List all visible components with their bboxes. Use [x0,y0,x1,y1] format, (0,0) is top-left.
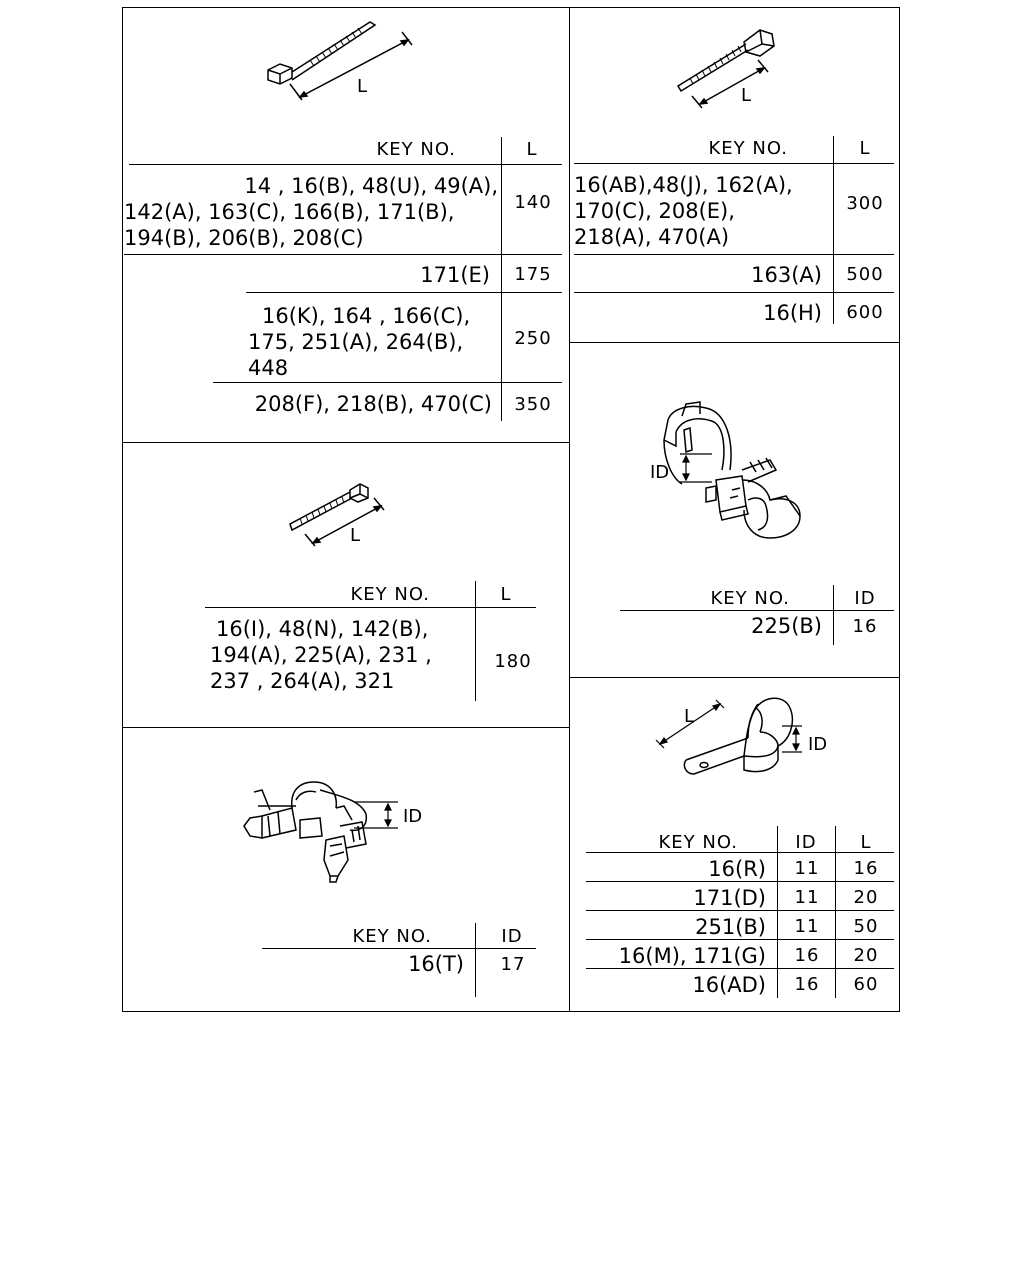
table-rule [586,939,894,940]
key-no-line: 448 [248,356,289,380]
header-l: L [859,138,871,159]
table-column-rule [475,581,476,701]
key-no-line: 171(E) [420,263,490,287]
length-value: 16 [853,858,879,879]
table-rule [205,607,536,608]
length-value: 600 [846,302,884,323]
length-value: 60 [853,974,879,995]
table-column-rule [833,136,834,324]
key-no-line: 163(A) [751,263,822,287]
length-value: 20 [853,945,879,966]
header-key-no: KEY NO. [708,138,788,159]
table-column-rule [777,826,778,998]
length-value: 180 [494,651,532,672]
id-value: 16 [794,974,820,995]
panel-divider-right-1 [569,342,900,343]
table-rule [213,382,562,383]
key-no-line: 170(C), 208(E), [574,199,735,223]
key-no-line: 175, 251(A), 264(B), [248,330,464,354]
table-column-rule [835,826,836,998]
table-rule [586,968,894,969]
key-no-line: 251(B) [695,915,766,939]
key-no-line: 16(I), 48(N), 142(B), [216,617,429,641]
key-no-line: 171(D) [693,886,766,910]
key-no-line: 16(AD) [692,973,766,997]
length-value: 500 [846,264,884,285]
header-key-no: KEY NO. [658,832,738,853]
diagram-frame [122,7,900,1012]
table-rule [129,164,562,165]
header-key-no: KEY NO. [350,584,430,605]
header-l: L [860,832,872,853]
table-column-rule [833,585,834,645]
key-no-line: 218(A), 470(A) [574,225,730,249]
length-value: 250 [514,328,552,349]
key-no-line: 16(AB),48(J), 162(A), [574,173,793,197]
key-no-line: 14 , 16(B), 48(U), 49(A), [244,174,498,198]
panel-divider-left-2 [122,727,569,728]
table-rule [586,881,894,882]
header-key-no: KEY NO. [376,139,456,160]
key-no-line: 142(A), 163(C), 166(B), 171(B), [124,200,455,224]
key-no-line: 16(R) [708,857,766,881]
length-value: 140 [514,192,552,213]
id-value: 16 [794,945,820,966]
table-rule [586,910,894,911]
table-column-rule [501,137,502,421]
length-value: 50 [853,916,879,937]
id-value: 11 [794,858,820,879]
panel-divider-left-1 [122,442,569,443]
table-rule [620,610,894,611]
id-value: 11 [794,916,820,937]
key-no-line: 16(K), 164 , 166(C), [262,304,471,328]
panel-divider-vertical [569,7,570,1012]
key-no-line: 208(F), 218(B), 470(C) [254,392,492,416]
key-no-line: 16(T) [408,952,464,976]
table-rule [246,292,562,293]
key-no-line: 225(B) [751,614,822,638]
table-rule [262,948,536,949]
table-rule [586,852,894,853]
header-key-no: KEY NO. [352,926,432,947]
header-l: L [500,584,512,605]
key-no-line: 237 , 264(A), 321 [210,669,395,693]
header-id: ID [501,926,523,947]
table-column-rule [475,923,476,997]
header-id: ID [854,588,876,609]
id-value: 16 [852,616,878,637]
length-value: 175 [514,264,552,285]
table-rule [574,163,894,164]
id-value: 11 [794,887,820,908]
panel-divider-right-2 [569,677,900,678]
length-value: 300 [846,193,884,214]
header-id: ID [795,832,817,853]
length-value: 350 [514,394,552,415]
header-l: L [526,139,538,160]
key-no-line: 16(M), 171(G) [618,944,766,968]
header-key-no: KEY NO. [710,588,790,609]
length-value: 20 [853,887,879,908]
id-value: 17 [500,954,526,975]
key-no-line: 16(H) [763,301,822,325]
table-rule [574,292,894,293]
key-no-line: 194(B), 206(B), 208(C) [124,226,364,250]
key-no-line: 194(A), 225(A), 231 , [210,643,432,667]
table-rule [574,254,894,255]
table-rule [124,254,562,255]
